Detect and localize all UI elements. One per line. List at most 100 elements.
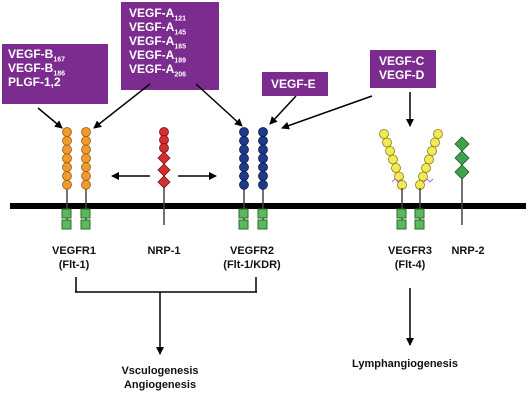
vegfr3-right-chain-domain-4 <box>424 154 434 165</box>
nrp1-diamond-1 <box>157 151 171 165</box>
vegfr2-left-chain-domain-1 <box>239 127 249 137</box>
arrow-vegfa-to-vegfr2 <box>195 83 243 127</box>
cell-membrane <box>10 203 526 209</box>
nrp1-domain-3 <box>159 143 169 153</box>
nrp1-diamond-3 <box>157 175 171 189</box>
vegfr1-right-chain-domain-1 <box>81 127 91 137</box>
vegfr1-left-chain-domain-4 <box>62 153 72 164</box>
nrp1-name: NRP-1 <box>147 245 181 257</box>
vegfr3-left-chain-domain-3 <box>385 146 395 156</box>
nrp1-label: NRP-1 <box>144 244 184 258</box>
vegfr3-right-kinase-upper <box>414 208 425 219</box>
nrp2-diamond-3 <box>454 164 470 180</box>
vegfr1-name: VEGFR1 <box>51 245 96 257</box>
vegfr1-right-chain-domain-6 <box>81 171 91 181</box>
vegfr3-right-link <box>423 178 434 183</box>
vegfr2-right-chain-domain-2 <box>258 135 268 146</box>
vegfr1-left-chain-domain-6 <box>62 171 72 181</box>
vegfr3-label: VEGFR3 (Flt-4) <box>381 244 439 272</box>
vegfr2-right-chain-domain-7 <box>258 179 268 190</box>
vegfr1-right-chain-domain-5 <box>81 162 91 173</box>
vegfr1-left-chain-domain-5 <box>62 162 72 173</box>
vegfr2-left-chain-domain-6 <box>239 171 249 181</box>
ligand-vegf-e: VEGF-E <box>271 77 316 91</box>
vegfr1-right-chain-domain-7 <box>81 179 91 190</box>
ligand-vegf-a145: VEGF-A145 <box>129 20 187 37</box>
arrow-vegfcd-to-vegfr2 <box>281 95 373 130</box>
nrp2-name: NRP-2 <box>451 245 485 257</box>
vegfr1-right-chain-domain-2 <box>81 135 91 146</box>
vegfr2-right-kinase-upper <box>257 208 268 219</box>
vegfr3-right-chain-domain-6 <box>418 171 428 182</box>
nrp2-diamond-1 <box>454 136 470 152</box>
arrow-vegfb-to-vegfr1 <box>37 107 63 129</box>
ligand-vegf-a121: VEGF-A121 <box>129 6 187 23</box>
ligand-vegf-b167: VEGF-B167 <box>8 47 66 64</box>
vegfr1-right-kinase-lower <box>80 219 91 230</box>
vegfr3-right-chain-domain-5 <box>421 163 431 173</box>
ligand-vegf-b186: VEGF-B186 <box>8 61 66 78</box>
vegfr3-left-chain-domain-2 <box>382 137 392 148</box>
vegfr1-left-chain-domain-2 <box>62 135 72 146</box>
outcome-lymphangiogenesis: Lymphangiogenesis <box>352 358 458 370</box>
arrow-vegfe-to-vegfr2 <box>269 95 297 125</box>
vegfr1-ligands-box: VEGF-B167 VEGF-B186 PLGF-1,2 <box>2 44 108 104</box>
vegfr1-left-chain-domain-3 <box>62 144 72 155</box>
vegfr2-left-chain-domain-4 <box>239 153 249 164</box>
vegfr3-left-kinase-upper <box>396 208 407 219</box>
vegfr3-left-kinase-lower <box>396 219 407 230</box>
vegfr1-right-chain-domain-3 <box>81 144 91 155</box>
nrp1-diamond-2 <box>157 163 171 177</box>
ligand-vegf-a165: VEGF-A165 <box>129 34 187 51</box>
vegfr3-left-link <box>391 178 402 183</box>
ligand-vegf-d: VEGF-D <box>379 68 425 82</box>
vegfr3-alias: (Flt-4) <box>394 259 426 271</box>
vegfr3-right-chain-domain-2 <box>430 137 440 148</box>
vegfr1-alias: (Flt-1) <box>58 259 90 271</box>
ligand-plgf: PLGF-1,2 <box>8 75 61 89</box>
vegfr1-right-chain-domain-4 <box>81 153 91 164</box>
vegfr1-label: VEGFR1 (Flt-1) <box>45 244 103 272</box>
vegfr2-left-kinase-lower <box>238 219 249 230</box>
lymphatic-outcome: Lymphangiogenesis <box>350 357 460 371</box>
ligand-vegf-a206: VEGF-A206 <box>129 62 187 79</box>
vegfr2-right-chain-domain-1 <box>258 127 268 137</box>
vegfr2-right-chain-domain-5 <box>258 162 268 173</box>
vegfr2-left-chain-domain-2 <box>239 135 249 146</box>
outcome-vasculogenesis: Vsculogenesis <box>121 365 199 377</box>
vegfr3-right-chain-domain-1 <box>433 129 443 139</box>
vegf-e-box: VEGF-E <box>262 72 328 96</box>
vegfr2-label: VEGFR2 (Flt-1/KDR) <box>215 244 289 272</box>
vegfr2-right-chain-domain-6 <box>258 171 268 181</box>
vascular-outcome: Vsculogenesis Angiogenesis <box>110 364 210 392</box>
vegfr1-left-chain-domain-7 <box>62 179 72 190</box>
vegfr2-right-chain-domain-4 <box>258 153 268 164</box>
outcome-angiogenesis: Angiogenesis <box>123 379 197 391</box>
vegfr2-left-kinase-upper <box>238 208 249 219</box>
vegfr2-alias: (Flt-1/KDR) <box>223 259 281 271</box>
vegfr3-left-chain-domain-4 <box>388 154 398 165</box>
arrow-vegfa-to-vegfr1 <box>93 83 151 129</box>
vegfr3-left-chain-domain-5 <box>391 163 401 173</box>
ligand-vegf-c: VEGF-C <box>379 54 425 68</box>
vegfr3-left-chain-domain-1 <box>379 129 389 139</box>
nrp2-label: NRP-2 <box>448 244 488 258</box>
vegfr3-right-kinase-lower <box>414 219 425 230</box>
vegfr1-left-kinase-lower <box>61 219 72 230</box>
vegfr1-right-kinase-upper <box>80 208 91 219</box>
vegfr3-right-chain-domain-3 <box>427 146 437 156</box>
vegfr3-name: VEGFR3 <box>387 245 432 257</box>
vegfr2-right-chain-domain-3 <box>258 144 268 155</box>
vegfr2-left-chain-domain-5 <box>239 162 249 173</box>
vegfr1-left-kinase-upper <box>61 208 72 219</box>
vegf-cd-box: VEGF-C VEGF-D <box>370 50 436 88</box>
nrp2-diamond-2 <box>454 150 470 166</box>
vegfr2-right-kinase-lower <box>257 219 268 230</box>
vegfr1-left-chain-domain-1 <box>62 127 72 137</box>
vegfr2-name: VEGFR2 <box>229 245 274 257</box>
vegfr2-left-chain-domain-7 <box>239 179 249 190</box>
vegfr2-left-chain-domain-3 <box>239 144 249 155</box>
ligand-vegf-a189: VEGF-A189 <box>129 48 187 65</box>
